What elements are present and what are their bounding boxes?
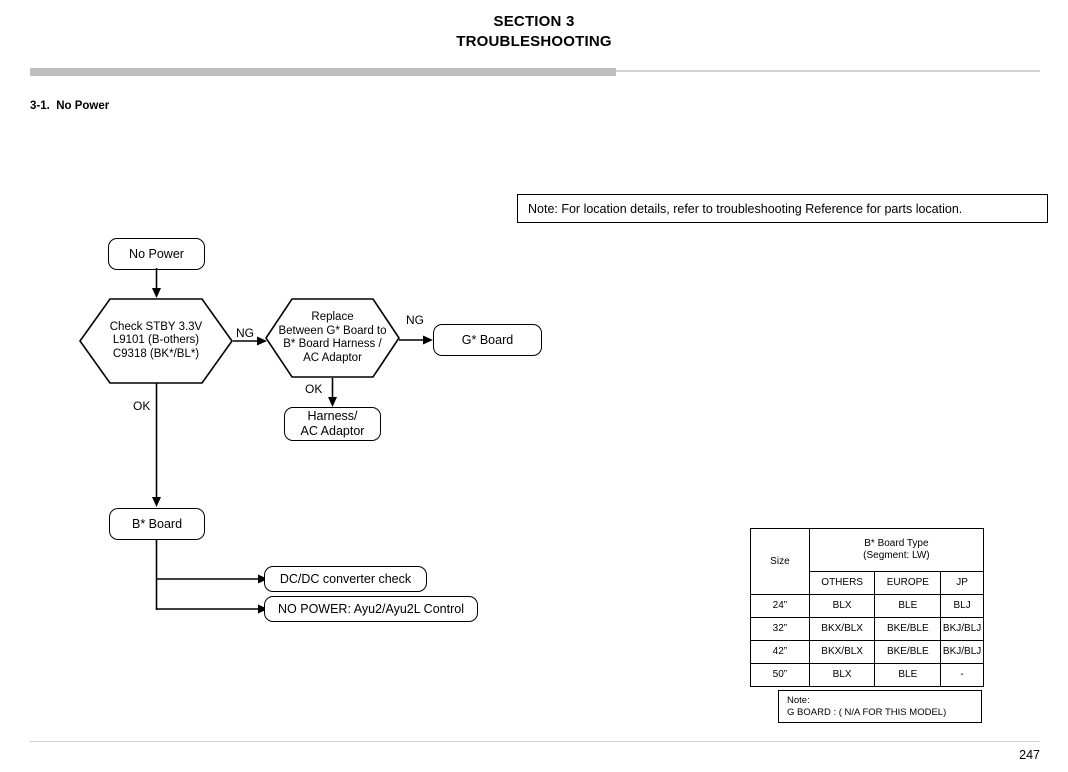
connector-b-board-branches — [155, 540, 268, 614]
table-cell-size: 32” — [750, 617, 810, 641]
table-row: 32” BKX/BLX BKE/BLE BKJ/BLJ — [750, 617, 984, 641]
flow-node-harness-ac-adaptor: Harness/ AC Adaptor — [284, 407, 381, 441]
flow-decision-replace-harness: Replace Between G* Board to B* Board Har… — [265, 298, 400, 378]
table-cell-jp: BLJ — [940, 594, 984, 618]
page-title-line1: SECTION 3 — [493, 13, 575, 30]
page-title-line2: TROUBLESHOOTING — [456, 33, 612, 50]
table-cell-others: BKX/BLX — [808, 640, 876, 664]
table-cell-europe: BKE/BLE — [874, 640, 942, 664]
flow-decision-check-stby: Check STBY 3.3V L9101 (B-others) C9318 (… — [79, 298, 233, 384]
flow-node-b-board: B* Board — [109, 508, 205, 540]
flow-node-dcdc-converter-check: DC/DC converter check — [264, 566, 427, 592]
header-rule-thin — [616, 70, 1040, 72]
page-number: 247 — [1019, 748, 1040, 762]
table-row: 24” BLX BLE BLJ — [750, 594, 984, 618]
section-heading: 3-1. No Power — [30, 100, 110, 112]
page-title: SECTION 3 TROUBLESHOOTING — [0, 12, 1068, 52]
table-cell-jp: - — [940, 663, 984, 687]
table-cell-europe: BLE — [874, 594, 942, 618]
header-rule-thick — [30, 68, 616, 76]
table-cell-size: 24” — [750, 594, 810, 618]
flow-node-g-board: G* Board — [433, 324, 542, 356]
note-banner-text: Note: For location details, refer to tro… — [528, 201, 963, 216]
table-subheader-others: OTHERS — [808, 571, 876, 595]
table-row: 50” BLX BLE - — [750, 663, 984, 687]
table-cell-size: 42” — [750, 640, 810, 664]
edge-label-ng-1: NG — [236, 326, 254, 340]
table-cell-others: BLX — [808, 594, 876, 618]
connector-decision1-ok — [152, 383, 161, 507]
table-cell-size: 50” — [750, 663, 810, 687]
connector-decision1-ng — [233, 336, 267, 346]
connector-decision2-ng — [399, 335, 433, 345]
flow-decision-replace-harness-label: Replace Between G* Board to B* Board Har… — [278, 311, 387, 364]
edge-label-ok-2: OK — [305, 382, 323, 396]
table-cell-europe: BLE — [874, 663, 942, 687]
table-header-board-type: B* Board Type (Segment: LW) — [808, 528, 985, 572]
edge-label-ng-2: NG — [406, 313, 424, 327]
board-type-table: Size B* Board Type (Segment: LW) OTHERS … — [750, 528, 985, 687]
edge-label-ok-1: OK — [133, 399, 151, 413]
board-table-note: Note: G BOARD : ( N/A FOR THIS MODEL) — [778, 690, 982, 723]
flow-decision-check-stby-label: Check STBY 3.3V L9101 (B-others) C9318 (… — [109, 320, 203, 360]
table-cell-jp: BKJ/BLJ — [940, 617, 984, 641]
flow-node-no-power-control: NO POWER: Ayu2/Ayu2L Control — [264, 596, 478, 622]
table-cell-europe: BKE/BLE — [874, 617, 942, 641]
table-subheader-europe: EUROPE — [874, 571, 942, 595]
footer-rule — [30, 741, 1040, 742]
connector-decision2-ok — [328, 378, 337, 407]
table-subheader-jp: JP — [940, 571, 984, 595]
table-cell-others: BLX — [808, 663, 876, 687]
table-header-row-1: Size B* Board Type (Segment: LW) — [750, 528, 985, 595]
connector-start-to-decision1 — [152, 268, 161, 298]
table-header-size: Size — [750, 528, 810, 595]
table-cell-others: BKX/BLX — [808, 617, 876, 641]
flow-node-no-power: No Power — [108, 238, 205, 270]
table-cell-jp: BKJ/BLJ — [940, 640, 984, 664]
note-banner: Note: For location details, refer to tro… — [517, 194, 1048, 223]
table-row: 42” BKX/BLX BKE/BLE BKJ/BLJ — [750, 640, 984, 664]
table-header-row-2: OTHERS EUROPE JP — [751, 571, 984, 595]
